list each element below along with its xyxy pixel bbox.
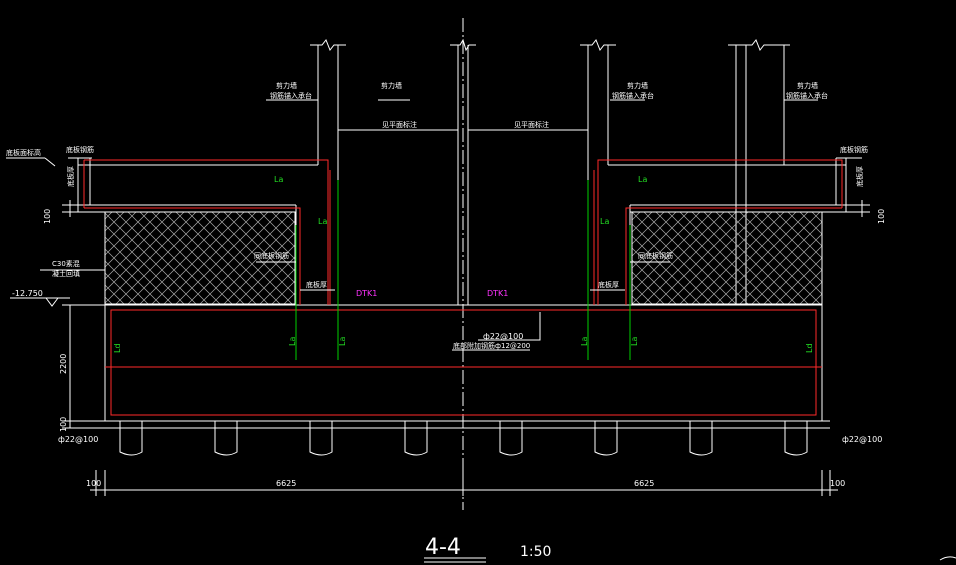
- concrete-label-2: 凝土回填: [52, 269, 80, 278]
- note-right: 底板厚: [855, 166, 864, 187]
- la-5: La: [288, 337, 297, 346]
- label-wall-3: 剪力墙: [627, 81, 648, 90]
- inner-right: 同底板钢筋: [638, 251, 673, 260]
- concrete-fill-right: [631, 211, 823, 305]
- center-note: 底部附加钢筋ф12@200: [453, 341, 530, 350]
- side-label-right2: 底板钢筋: [840, 145, 868, 154]
- la-7: La: [580, 337, 589, 346]
- tag-dtk1-left: DTK1: [356, 289, 377, 298]
- ld-right: Ld: [805, 343, 814, 353]
- slab-rebar: [83, 159, 843, 305]
- anchor-lines: [295, 180, 631, 360]
- hang-right: 见平面标注: [514, 120, 549, 129]
- la-1: La: [274, 175, 283, 184]
- dim-height-bottom: 100: [59, 417, 68, 432]
- side-label-left2: 底板钢筋: [66, 145, 94, 154]
- inner-left: 同底板钢筋: [254, 251, 289, 260]
- cursor-mark: [939, 556, 956, 561]
- section-title: 4-4: [425, 535, 461, 560]
- dimensions: [62, 200, 870, 496]
- raft-rebar: [105, 309, 822, 416]
- note-left: 底板厚: [66, 166, 75, 187]
- rebar-center: ф22@100: [483, 332, 523, 341]
- dim-top-left: 100: [43, 209, 52, 224]
- la-3: La: [638, 175, 647, 184]
- piles: [119, 421, 808, 456]
- mid-left: 底板厚: [306, 280, 327, 289]
- hang-left: 见平面标注: [382, 120, 417, 129]
- dim-left-span: 6625: [276, 479, 296, 488]
- elevation-marker: [10, 297, 70, 307]
- side-label-left: 底板面标高: [6, 148, 41, 157]
- dim-edge-left: 100: [86, 479, 101, 488]
- concrete-label: C30素混: [52, 259, 80, 268]
- dim-top-right: 100: [877, 209, 886, 224]
- section-scale: 1:50: [520, 544, 551, 560]
- leaders: [6, 99, 862, 351]
- dim-right-span: 6625: [634, 479, 654, 488]
- la-4: La: [600, 217, 609, 226]
- wall-center: [450, 38, 476, 305]
- rebar-left: ф22@100: [58, 435, 98, 444]
- label-wall-4: 剪力墙: [797, 81, 818, 90]
- la-6: La: [338, 337, 347, 346]
- tag-dtk1-right: DTK1: [487, 289, 508, 298]
- ld-left: Ld: [113, 343, 122, 353]
- rebar-right: ф22@100: [842, 435, 882, 444]
- dim-height-main: 2200: [59, 354, 68, 374]
- la-8: La: [630, 337, 639, 346]
- dim-edge-right: 100: [830, 479, 845, 488]
- elevation-text: -12.750: [12, 289, 43, 298]
- mid-right: 底板厚: [598, 280, 619, 289]
- label-wall-1: 剪力墙: [276, 81, 297, 90]
- label-wall-3-sub: 钢筋锚入承台: [612, 91, 654, 100]
- la-2: La: [318, 217, 327, 226]
- label-wall-4-sub: 钢筋锚入承台: [786, 91, 828, 100]
- label-wall-2: 剪力墙: [381, 81, 402, 90]
- label-wall-1-sub: 钢筋锚入承台: [270, 91, 312, 100]
- concrete-fill-left: [104, 211, 296, 305]
